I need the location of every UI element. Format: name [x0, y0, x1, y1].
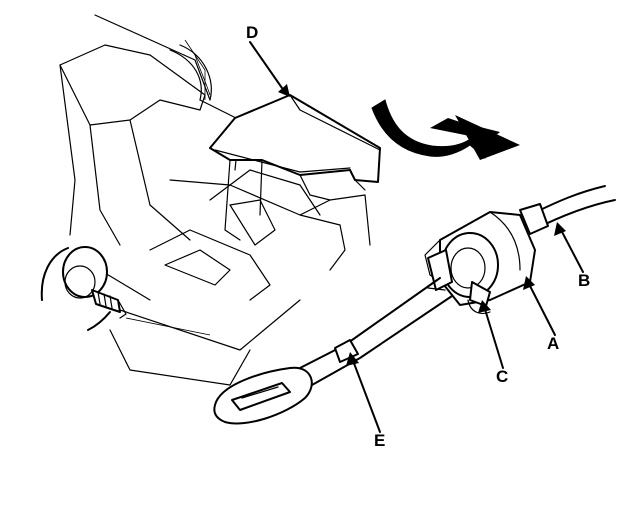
callout-a: A: [547, 334, 559, 353]
curved-rotation-arrow-icon: [371, 99, 520, 160]
mounting-bolt: [40, 246, 211, 336]
callout-b: B: [578, 271, 590, 290]
callout-c: C: [496, 367, 508, 386]
console-housing: [59, 14, 371, 386]
callout-d: D: [246, 23, 258, 42]
cable-b: [519, 185, 616, 235]
leader-arrows: [249, 41, 584, 433]
callout-e: E: [374, 431, 385, 450]
shift-cable-part-e: [213, 277, 453, 425]
cover-part-d: [209, 94, 381, 241]
adjuster-part-a: [424, 211, 536, 306]
